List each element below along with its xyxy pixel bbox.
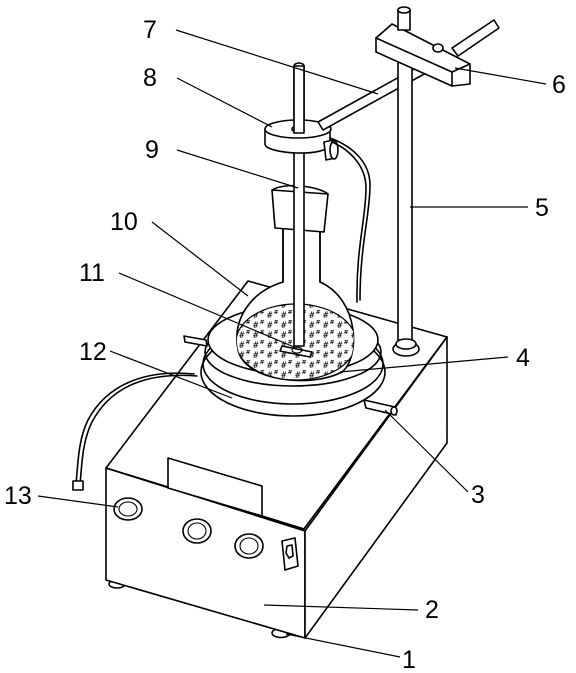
callout-1: 1 bbox=[402, 646, 416, 673]
leader-line-9 bbox=[176, 149, 299, 189]
leader-line-2 bbox=[263, 604, 419, 611]
callout-2: 2 bbox=[425, 596, 439, 624]
leader-line-3 bbox=[384, 409, 469, 493]
leader-line-8 bbox=[176, 77, 273, 128]
top-clamp-block bbox=[375, 6, 500, 87]
leader-line-4 bbox=[339, 356, 509, 373]
callout-13: 13 bbox=[4, 482, 32, 510]
leader-line-13 bbox=[37, 495, 119, 508]
callout-4: 4 bbox=[516, 344, 530, 372]
signal-cable bbox=[329, 137, 371, 301]
power-switch-icon bbox=[281, 537, 299, 571]
leader-line-12 bbox=[109, 350, 233, 399]
callout-6: 6 bbox=[552, 71, 566, 99]
leader-line-11 bbox=[118, 272, 295, 348]
control-knob-middle bbox=[182, 518, 212, 544]
display-screen bbox=[167, 457, 263, 517]
callout-10: 10 bbox=[110, 208, 138, 236]
callout-7: 7 bbox=[143, 16, 157, 44]
power-cable bbox=[72, 372, 198, 491]
left-clip-pin bbox=[183, 335, 208, 347]
callout-3: 3 bbox=[471, 481, 485, 509]
leader-line-6 bbox=[454, 67, 547, 85]
support-pole bbox=[392, 49, 420, 357]
leader-line-7 bbox=[175, 29, 379, 95]
control-knob-right bbox=[234, 533, 264, 559]
callout-5: 5 bbox=[535, 194, 549, 222]
clamp-collar bbox=[264, 65, 339, 161]
leader-line-10 bbox=[151, 221, 249, 297]
callout-11: 11 bbox=[79, 259, 105, 287]
callout-9: 9 bbox=[145, 136, 159, 164]
leader-line-1 bbox=[285, 633, 401, 658]
control-knob-13 bbox=[113, 497, 143, 521]
callout-12: 12 bbox=[79, 338, 107, 366]
locking-pin bbox=[363, 399, 398, 416]
stir-bar bbox=[279, 345, 313, 358]
callout-8: 8 bbox=[143, 64, 157, 92]
